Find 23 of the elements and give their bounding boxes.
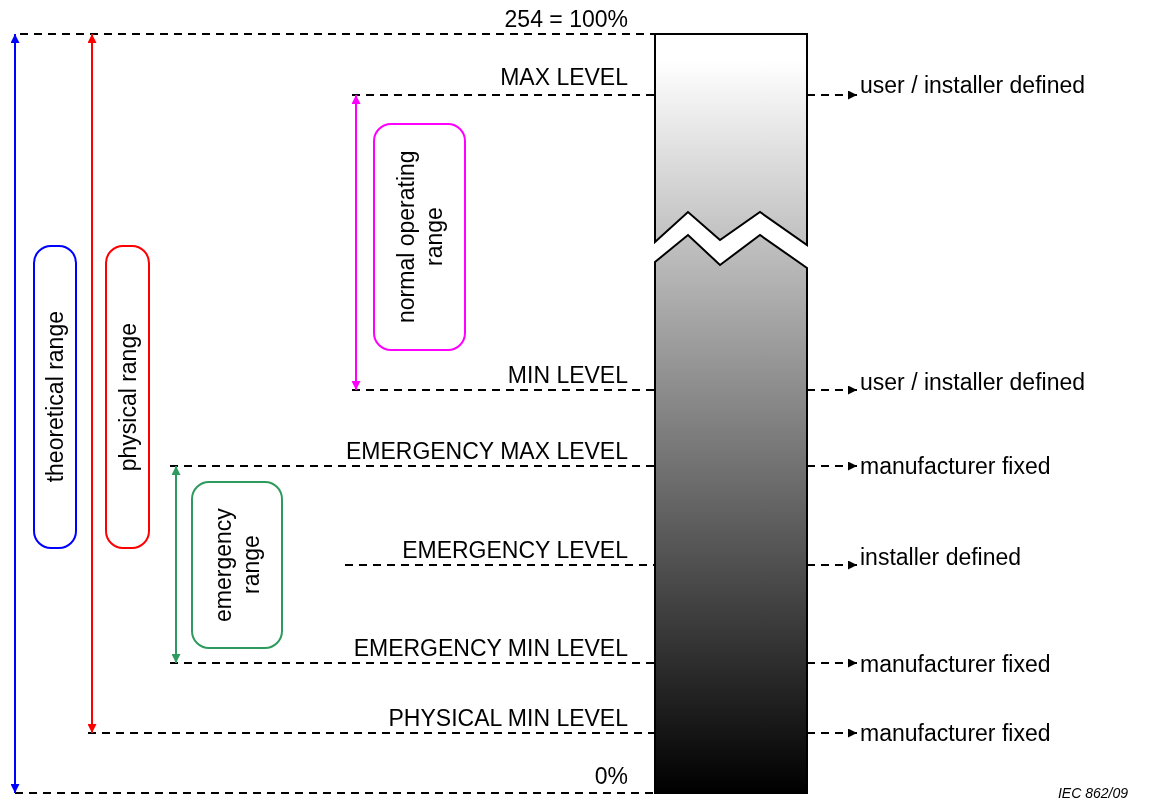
- setting-note: user / installer defined: [860, 369, 1085, 395]
- setting-note: installer defined: [860, 544, 1022, 570]
- setting-note: manufacturer fixed: [860, 651, 1051, 677]
- range-name: normal operating range: [391, 149, 448, 326]
- level-name: EMERGENCY MAX LEVEL: [345, 438, 628, 464]
- level-value: 254 = 100%: [504, 6, 628, 32]
- figure-number: IEC 862/09: [1057, 785, 1128, 801]
- range-name: theoretical range: [41, 311, 69, 483]
- level-value: 0%: [594, 763, 628, 789]
- level-name: MIN LEVEL: [507, 362, 628, 388]
- level-name: PHYSICAL MIN LEVEL: [388, 705, 628, 731]
- level-name: MAX LEVEL: [500, 64, 628, 90]
- setting-note: manufacturer fixed: [860, 720, 1051, 746]
- range-box: [105, 245, 150, 549]
- range-box: [191, 481, 283, 649]
- level-name: EMERGENCY LEVEL: [402, 537, 628, 563]
- level-name: EMERGENCY MIN LEVEL: [353, 635, 628, 661]
- range-name: emergency range: [209, 507, 265, 624]
- setting-note: user / installer defined: [860, 72, 1085, 98]
- setting-note: manufacturer fixed: [860, 453, 1051, 479]
- range-box: [373, 123, 466, 351]
- range-box: [33, 245, 77, 549]
- range-name: physical range: [113, 322, 142, 472]
